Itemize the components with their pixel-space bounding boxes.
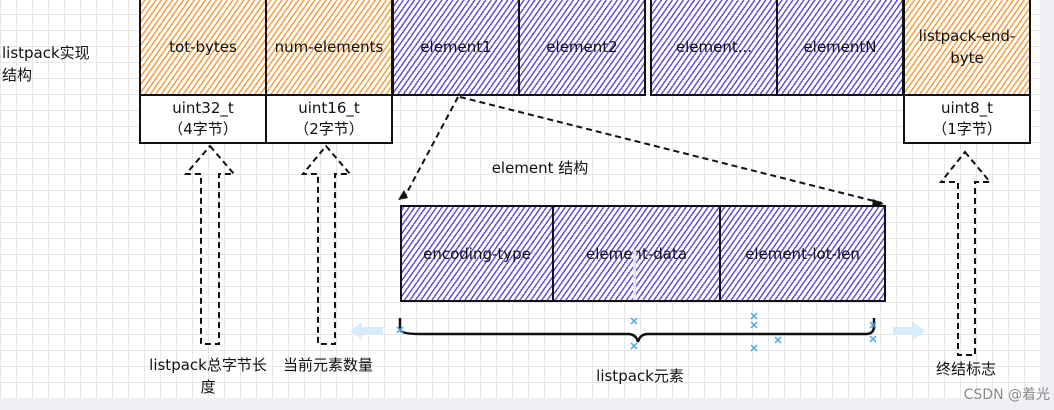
guide-line: [633, 250, 636, 300]
arrow-right-light-icon: [893, 322, 925, 340]
annotation-tot-bytes: listpack总字节长度: [149, 356, 267, 396]
type-end-byte: uint8_t （1字节）: [903, 94, 1031, 144]
diagram-title: listpack实现结构: [2, 44, 90, 84]
part-encoding-type: encoding-type: [400, 205, 554, 302]
hollow-arrow-tot-bytes: [183, 144, 237, 345]
field-element-ellipsis: element...: [650, 0, 778, 96]
arrowhead-right: [872, 199, 884, 207]
type-num-elements: uint16_t （2字节）: [265, 94, 393, 144]
annotation-num-elements: 当前元素数量: [282, 356, 373, 374]
arrow-left-light-icon: [350, 322, 383, 340]
type-name: uint8_t: [941, 99, 993, 117]
dashed-arrow-left: [403, 96, 459, 199]
hollow-arrow-num-elements: [300, 144, 353, 345]
hollow-arrow-end: [938, 150, 993, 356]
dashed-arrow-right: [459, 96, 883, 204]
selection-markers: [396, 312, 877, 352]
brace: [398, 318, 876, 343]
type-size: （4字节）: [168, 120, 238, 138]
annotation-end: 终结标志: [935, 360, 996, 378]
part-element-lot-len: element-lot-len: [719, 205, 886, 302]
type-size: （1字节）: [932, 120, 1002, 138]
field-elementN: elementN: [776, 0, 904, 96]
watermark: CSDN @着光: [963, 387, 1050, 403]
type-name: uint16_t: [298, 99, 360, 117]
field-element1: element1: [392, 0, 520, 96]
annotation-elements: listpack元素: [596, 367, 684, 385]
type-size: （2字节）: [294, 120, 364, 138]
part-element-data: element-data: [552, 205, 721, 302]
field-element2: element2: [518, 0, 646, 96]
element-struct-title: element 结构: [491, 159, 589, 177]
type-tot-bytes: uint32_t （4字节）: [139, 94, 267, 144]
field-tot-bytes: tot-bytes: [139, 0, 267, 96]
arrowhead-left: [398, 190, 408, 200]
connectors: [183, 96, 993, 356]
diagram-canvas: listpack实现结构 tot-bytes num-elements elem…: [0, 0, 1050, 403]
type-name: uint32_t: [172, 99, 234, 117]
